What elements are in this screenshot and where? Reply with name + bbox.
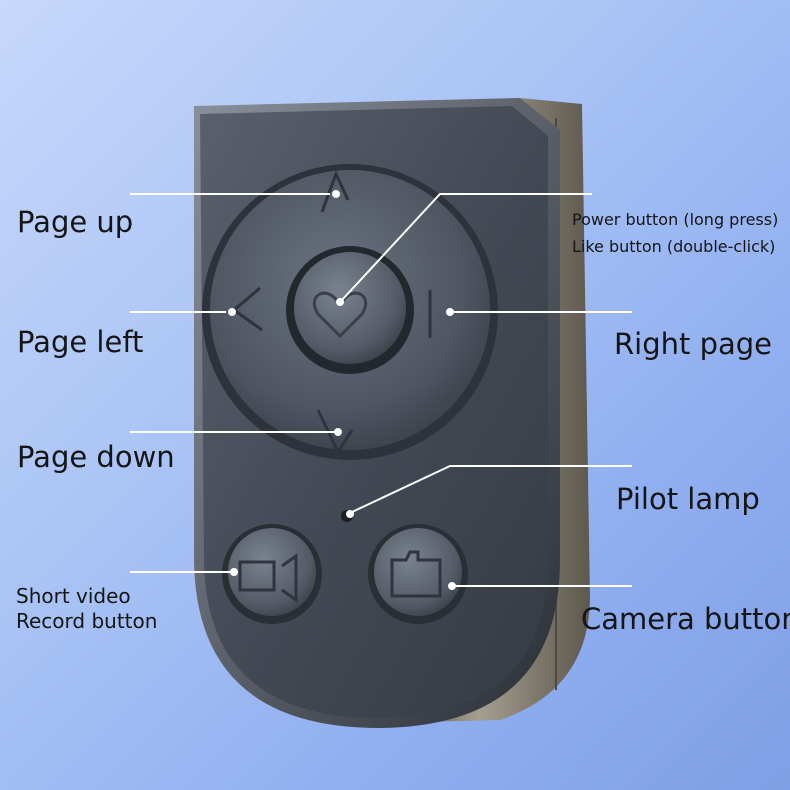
callout-pilot-lamp-line: [351, 465, 632, 513]
video-record-button[interactable]: [228, 528, 316, 616]
label-page-left: Page left: [17, 325, 144, 359]
label-short-video-line1: Short video: [16, 584, 131, 608]
label-pilot-lamp: Pilot lamp: [616, 482, 760, 516]
callout-pilot-lamp-dot: [346, 510, 354, 518]
callout-page-up-dot: [332, 190, 340, 198]
label-camera-button: Camera button: [581, 602, 790, 636]
label-right-page: Right page: [614, 327, 773, 361]
camera-button[interactable]: [374, 528, 462, 616]
callout-page-down-dot: [334, 428, 342, 436]
video-lens-icon: [281, 553, 298, 603]
callout-power-line: [341, 193, 592, 301]
heart-icon: [312, 291, 368, 339]
callout-right-page-dot: [446, 308, 454, 316]
video-camera-icon: [238, 560, 276, 592]
arrow-up-icon: [320, 170, 350, 213]
label-page-down: Page down: [17, 440, 175, 474]
callout-video-dot: [230, 568, 238, 576]
center-button[interactable]: [294, 252, 406, 364]
callout-page-left-dot: [228, 308, 236, 316]
arrow-down-icon: [316, 409, 354, 456]
label-page-up: Page up: [17, 205, 134, 239]
label-short-video-line2: Record button: [16, 609, 158, 633]
callout-camera-dot: [448, 582, 456, 590]
label-like-button: Like button (double-click): [572, 237, 776, 256]
callout-power-dot: [336, 298, 344, 306]
label-power-button: Power button (long press): [572, 210, 779, 229]
camera-icon: [390, 550, 442, 598]
